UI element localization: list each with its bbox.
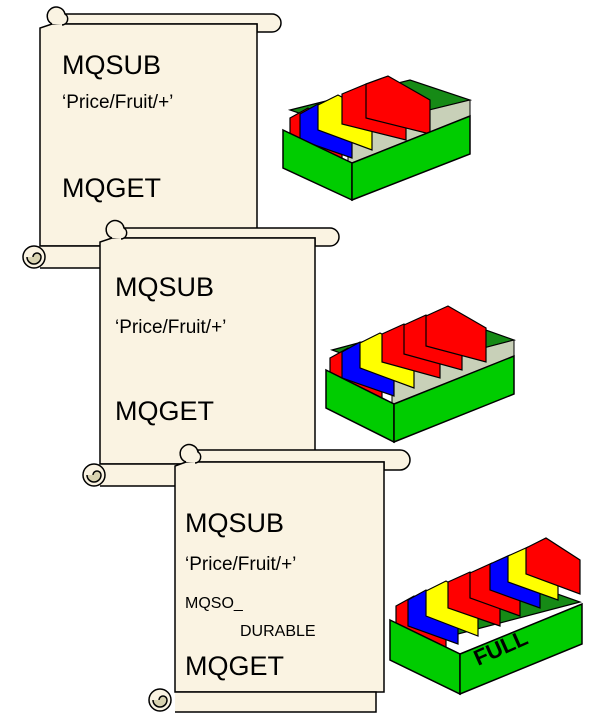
scroll-1-paper [22,6,282,270]
scroll-3: MQSUB ‘Price/Fruit/+’ MQSO_ DURABLE MQGE… [148,443,411,713]
scroll-2-verb: MQSUB [115,272,214,302]
scroll-3-verb: MQSUB [185,508,284,538]
box-2-divider [425,305,487,363]
scroll-2-topic: ‘Price/Fruit/+’ [115,317,226,338]
box-1-divider [365,75,431,135]
scroll-2-get: MQGET [115,396,214,426]
scroll-1: MQSUB ‘Price/Fruit/+’ MQGET [22,6,282,270]
scroll-3-option-line1: MQSO_ [185,595,244,612]
message-box-2 [325,305,517,444]
scroll-1-verb: MQSUB [62,50,161,80]
scroll-2-paper [82,219,340,488]
scroll-1-get: MQGET [62,173,161,203]
scroll-3-get: MQGET [185,651,284,681]
box-3-divider [525,537,581,595]
scroll-1-topic: ‘Price/Fruit/+’ [62,92,173,113]
scroll-3-topic: ‘Price/Fruit/+’ [185,554,296,575]
scroll-3-paper [148,443,411,713]
message-box-1 [282,75,473,202]
scroll-2: MQSUB ‘Price/Fruit/+’ MQGET [82,219,340,488]
message-box-3: FULL [389,537,583,696]
scroll-3-option-line2: DURABLE [240,623,316,640]
